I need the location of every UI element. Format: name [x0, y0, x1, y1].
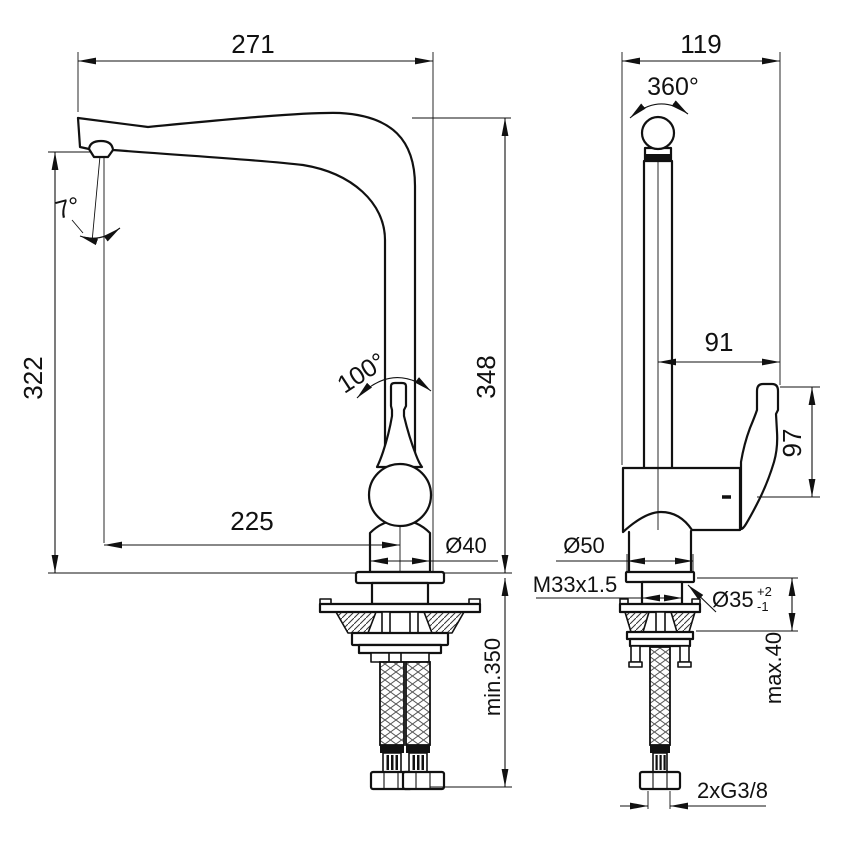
front-view	[76, 111, 482, 791]
base-flange-side	[624, 570, 696, 584]
angle-100-arc	[356, 377, 432, 399]
dim-spout-height: 322	[18, 356, 48, 399]
spout-underside	[111, 148, 387, 469]
fitting-rib	[417, 755, 420, 770]
nozzle-tilt-line	[91, 155, 101, 243]
fitting-rib	[663, 755, 666, 770]
dim-handle-reach: 91	[705, 327, 734, 357]
dim-hole-tolerance-plus: +2	[757, 584, 772, 599]
dim-hose-min-length: min.350	[480, 638, 505, 716]
dimension-labels: 271 322 7° 100° 225 Ø40 348 min.350 119 …	[18, 29, 807, 803]
braided-hose-right	[405, 661, 431, 746]
side-view-dimensions	[536, 52, 820, 810]
mounting-claw-right	[670, 611, 696, 633]
handle-lever-side	[739, 382, 780, 531]
dim-handle-swing-angle: 100°	[332, 347, 391, 399]
mounting-post-right	[409, 611, 419, 634]
fitting-rib	[421, 755, 424, 770]
dim-mounting-thread: M33x1.5	[533, 572, 617, 597]
braided-hose-side	[649, 646, 671, 746]
hose-crimp-right	[406, 745, 430, 753]
spout-top-outline	[76, 111, 417, 469]
dim-nozzle-angle: 7°	[53, 192, 83, 225]
leader-line	[71, 219, 84, 234]
mounting-plate-front	[318, 602, 482, 614]
hose-nut-right	[401, 770, 446, 791]
threaded-shank-side	[640, 580, 684, 606]
angle-7-arc	[79, 227, 121, 246]
dim-base-diameter: Ø50	[563, 533, 605, 558]
mounting-washer-front	[357, 643, 443, 655]
mounting-claw-left	[335, 611, 377, 634]
dim-total-height: 348	[471, 355, 501, 398]
aerator	[87, 139, 115, 159]
mounting-claw-left	[624, 611, 650, 633]
side-view	[618, 115, 780, 791]
mounting-post	[655, 611, 666, 633]
mounting-washer-side	[628, 637, 692, 648]
braided-hose-left	[379, 661, 405, 746]
fitting-rib	[386, 755, 389, 770]
fitting-rib	[655, 755, 658, 770]
handle-ball-front	[367, 462, 433, 528]
spout-bracket-band	[646, 154, 670, 160]
mounting-post-left	[381, 611, 391, 634]
dim-hole-tolerance-minus: -1	[757, 599, 769, 614]
dim-depth: 119	[680, 29, 721, 59]
bolt-foot-left	[628, 661, 643, 668]
fitting-rib	[395, 755, 398, 770]
spout-tip-face	[76, 116, 91, 151]
dim-d35-leader	[687, 584, 717, 613]
bolt-foot-right	[677, 661, 692, 668]
dim-spout-reach-axis: 225	[230, 506, 273, 536]
fixing-bolt-left	[630, 645, 641, 663]
hose-nut-side	[638, 770, 682, 791]
body-side	[621, 466, 742, 534]
threaded-shank-front	[370, 581, 430, 606]
mounting-nut-front	[350, 631, 450, 647]
dim-hole-diameter: Ø35	[712, 587, 754, 612]
dim-spout-rotation: 360°	[647, 73, 699, 101]
mounting-claw-right	[423, 611, 465, 634]
front-view-dimensions	[48, 52, 512, 788]
fitting-rib	[412, 755, 415, 770]
dim-counter-max-thickness: max.40	[761, 632, 786, 704]
fitting-rib	[659, 755, 662, 770]
dim-spout-reach-overall: 271	[231, 29, 274, 59]
angle-360-arc	[629, 100, 689, 119]
dim-hose-connection: 2xG3/8	[697, 778, 768, 803]
hose-crimp-left	[380, 745, 404, 753]
mounting-plate-side	[618, 602, 702, 614]
spout-end-circle	[640, 115, 676, 151]
dim-handle-height: 97	[777, 429, 807, 458]
fixing-bolt-right	[679, 645, 690, 663]
fitting-rib	[391, 755, 394, 770]
hose-crimp-side	[650, 745, 670, 753]
dim-body-diameter: Ø40	[445, 533, 487, 558]
base-flange-front	[354, 570, 446, 585]
